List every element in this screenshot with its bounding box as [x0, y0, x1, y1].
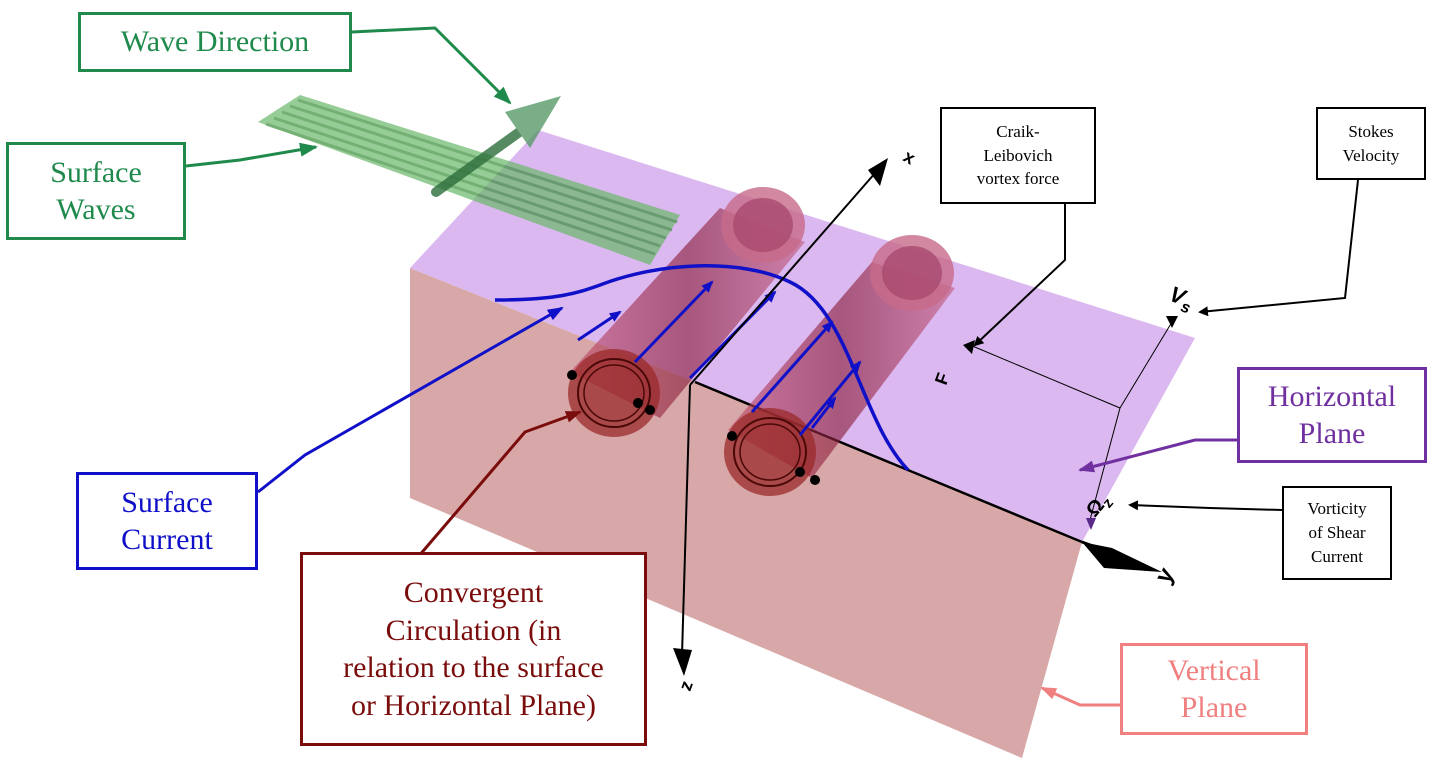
vorticity-label-box: Vorticity of Shear Current — [1282, 486, 1392, 580]
horizontal-plane-label: Horizontal Plane — [1237, 367, 1427, 463]
vortex-tube-left — [567, 187, 805, 437]
vertical-plane-label: Vertical Plane — [1120, 643, 1308, 735]
vorticity-leader — [1128, 500, 1283, 511]
horizontal-plane-leader — [1078, 438, 1237, 473]
stokes-label: Vs — [1165, 281, 1198, 317]
craik-leibovich-label: Craik- Leibovich vortex force — [940, 107, 1096, 204]
craik-leibovich-leader — [973, 204, 1066, 347]
wave-direction-leader — [351, 26, 512, 105]
surface-waves-label: Surface Waves — [6, 142, 186, 240]
axis-x-label: x — [900, 146, 919, 168]
coordinate-axes — [673, 158, 1178, 676]
axis-z-label: z — [675, 678, 697, 693]
surface-waves-leader — [185, 142, 318, 168]
stokes-velocity-leader — [1198, 179, 1359, 317]
axis-y-label: y — [1150, 562, 1180, 588]
surface-current-leader — [257, 306, 564, 494]
wave-direction-arrow — [431, 96, 561, 197]
surface-current-label: Surface Current — [76, 472, 258, 570]
surface-current-profile — [494, 264, 910, 472]
vertical-plane-leader — [1040, 686, 1120, 707]
convergent-circulation-leader — [416, 410, 582, 558]
wave-direction-label: Wave Direction — [78, 12, 352, 72]
stokes-velocity-label: Stokes Velocity — [1316, 107, 1426, 180]
vortex-tube-right — [724, 235, 955, 496]
convergent-circulation-label: Convergent Circulation (in relation to t… — [300, 552, 647, 746]
